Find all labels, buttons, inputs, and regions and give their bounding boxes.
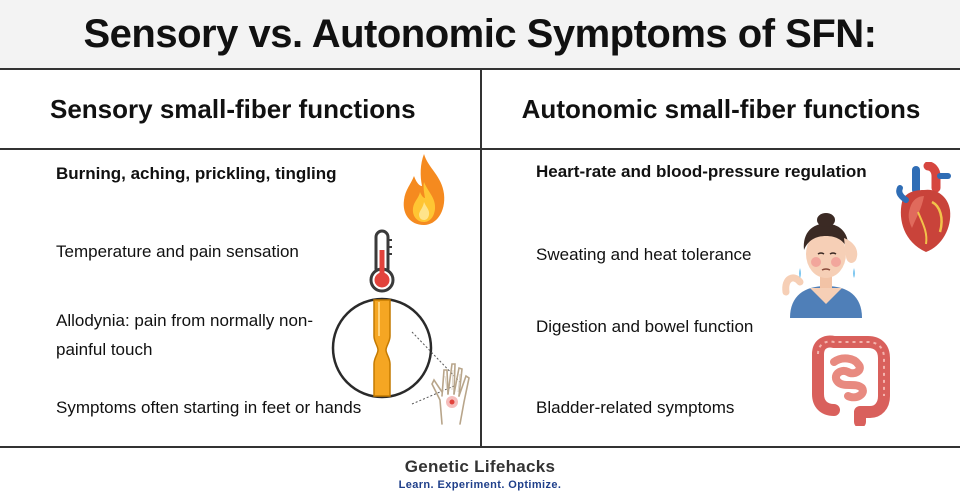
footer-divider <box>0 446 960 448</box>
autonomic-item-sweating: Sweating and heat tolerance <box>536 245 752 264</box>
sensory-item-allodynia-line2: painful touch <box>56 340 153 359</box>
flame-icon <box>403 154 445 225</box>
autonomic-item-digestion: Digestion and bowel function <box>536 317 754 336</box>
sensory-item-allodynia-line1: Allodynia: pain from normally non- <box>56 311 314 330</box>
magnify-lines <box>411 331 461 405</box>
title-bar: Sensory vs. Autonomic Symptoms of SFN: <box>0 0 960 70</box>
heart-icon <box>896 162 951 252</box>
footer: Genetic Lifehacks Learn. Experiment. Opt… <box>0 448 960 500</box>
page-title: Sensory vs. Autonomic Symptoms of SFN: <box>83 11 877 56</box>
autonomic-header: Autonomic small-fiber functions <box>521 93 921 124</box>
sweating-person-icon <box>782 213 862 318</box>
column-divider <box>480 70 482 448</box>
sensory-item-temperature: Temperature and pain sensation <box>56 242 299 261</box>
brand-name: Genetic Lifehacks <box>404 457 556 476</box>
header-divider <box>0 148 960 150</box>
sensory-header: Sensory small-fiber functions <box>50 93 416 124</box>
intestines-icon <box>812 335 890 426</box>
thermometer-icon <box>369 229 395 293</box>
autonomic-item-bladder: Bladder-related symptoms <box>536 398 735 417</box>
autonomic-item-heart: Heart-rate and blood-pressure regulation <box>536 162 867 181</box>
sensory-item-feet-hands: Symptoms often starting in feet or hands <box>56 398 362 417</box>
brand-tagline: Learn. Experiment. Optimize. <box>398 479 562 491</box>
sensory-item-burning: Burning, aching, prickling, tingling <box>56 164 337 183</box>
hand-icon <box>431 363 470 425</box>
nerve-fiber-icon <box>331 297 433 399</box>
